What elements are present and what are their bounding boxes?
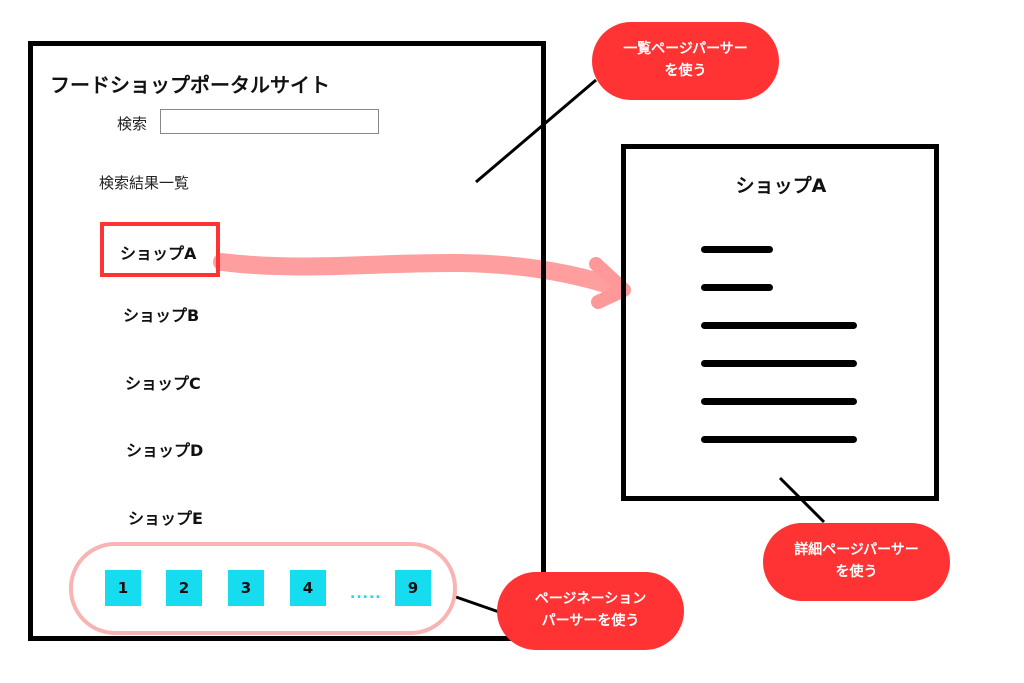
detail-parser-callout: 詳細ページパーサー を使う: [763, 523, 950, 601]
selected-shop-highlight: [100, 222, 220, 277]
search-input[interactable]: [160, 109, 379, 134]
content-line: [701, 246, 773, 253]
shop-link-d[interactable]: ショップD: [126, 441, 204, 460]
callout-text: を使う: [835, 564, 878, 580]
pagination-callout-line: [455, 595, 503, 615]
content-line: [701, 284, 773, 291]
callout-text: ページネーション: [534, 591, 647, 608]
page-button-2[interactable]: 2: [166, 570, 202, 606]
page-button-1[interactable]: 1: [105, 570, 141, 606]
pagination-parser-callout: ページネーション パーサーを使う: [497, 572, 684, 650]
content-line: [701, 436, 857, 443]
callout-text: パーサーを使う: [541, 613, 640, 629]
content-line: [701, 322, 857, 329]
page-button-4[interactable]: 4: [290, 570, 326, 606]
list-page-frame: [28, 41, 546, 641]
detail-title: ショップA: [735, 175, 827, 197]
callout-text: 一覧ページパーサー: [623, 41, 748, 58]
callout-text: を使う: [664, 63, 707, 79]
shop-link-a[interactable]: ショップA: [120, 244, 197, 263]
shop-link-c[interactable]: ショップC: [125, 374, 201, 393]
shop-link-b[interactable]: ショップB: [123, 306, 200, 325]
pagination-highlight: [69, 542, 457, 635]
results-heading: 検索結果一覧: [99, 174, 190, 192]
page-button-9[interactable]: 9: [395, 570, 431, 606]
page-button-3[interactable]: 3: [228, 570, 264, 606]
content-line: [701, 398, 857, 405]
list-parser-callout: 一覧ページパーサー を使う: [592, 22, 779, 100]
callout-text: 詳細ページパーサー: [794, 542, 919, 559]
content-line: [701, 360, 857, 367]
pagination-ellipsis: .....: [350, 586, 382, 602]
shop-link-e[interactable]: ショップE: [128, 509, 203, 528]
list-callout-line: [475, 78, 597, 184]
detail-page-frame: [621, 144, 939, 501]
navigation-arrow: [213, 253, 627, 297]
site-title: フードショップポータルサイト: [50, 73, 330, 97]
search-label: 検索: [117, 115, 148, 133]
